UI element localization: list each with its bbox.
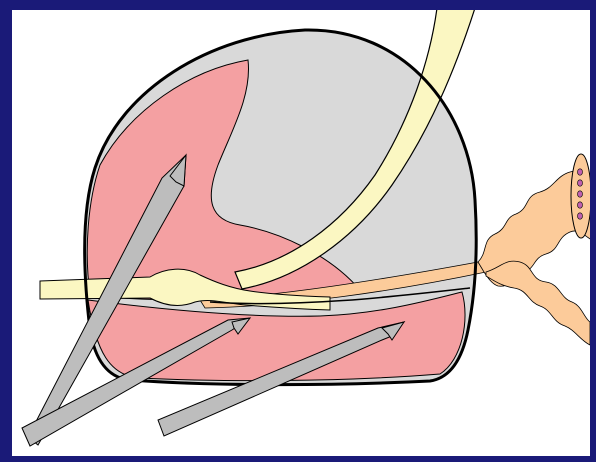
diagram-frame xyxy=(12,10,590,456)
lumen-dot xyxy=(578,169,583,175)
wavy-cord-lower xyxy=(486,261,590,345)
lumen-dot xyxy=(578,191,583,197)
lumen-dot xyxy=(578,180,583,186)
lumen-dot xyxy=(578,213,583,219)
lumen-dot xyxy=(578,202,583,208)
anatomical-diagram xyxy=(12,10,590,456)
